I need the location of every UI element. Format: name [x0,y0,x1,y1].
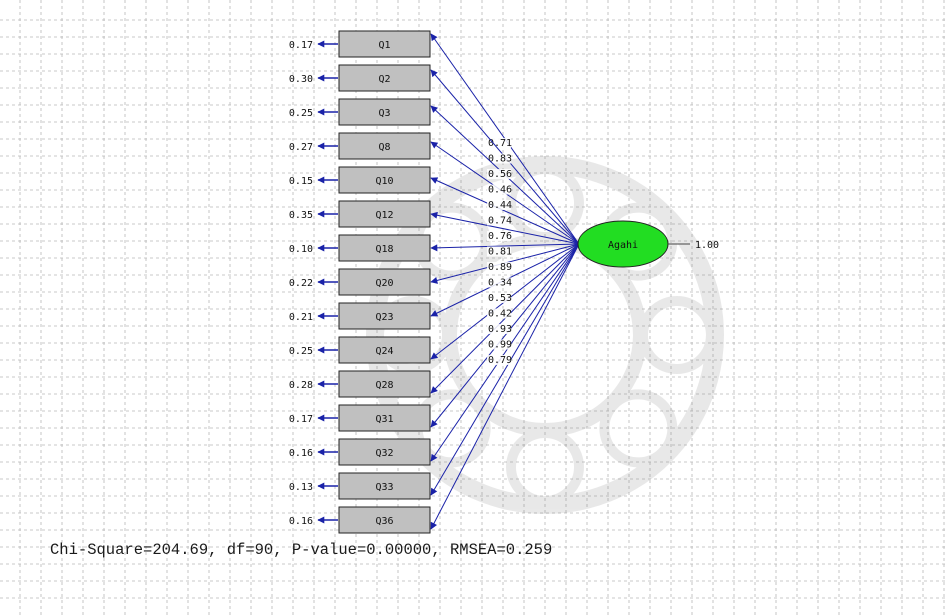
loading-label: 0.71 [488,138,512,149]
indicator-label: Q18 [375,244,393,255]
error-variance-label: 0.30 [289,74,313,85]
indicator-label: Q24 [375,346,393,357]
latent-variance-label: 1.00 [695,240,719,251]
indicator-label: Q28 [375,380,393,391]
indicator-box [338,166,431,194]
error-variance-label: 0.13 [289,482,313,493]
indicator-box [338,98,431,126]
loading-label-bg [487,262,511,272]
loading-label: 0.34 [488,278,512,289]
indicator-label: Q32 [375,448,393,459]
error-variance-label: 0.25 [289,346,313,357]
loading-label-bg [487,184,511,195]
error-variance-label: 0.16 [289,448,313,459]
loading-arrow [430,243,580,462]
indicator-box [338,302,431,330]
loading-label: 0.93 [488,324,512,335]
loading-label: 0.42 [488,309,512,320]
indicator-box [338,472,431,500]
loading-label: 0.46 [488,185,512,196]
error-variance-label: 0.21 [289,312,313,323]
error-variance-label: 0.27 [289,142,313,153]
error-arrows: 0.17 0.30 0.25 0.27 0.15 0.35 0.10 0.22 0.21 0.25… [289,40,338,527]
loading-label: 0.89 [488,262,512,273]
loading-label-bg [487,169,511,179]
indicator-label: Q23 [375,312,393,323]
error-variance-label: 0.17 [289,414,313,425]
watermark-ring [506,164,584,242]
indicator-box [338,30,431,58]
indicator-box [338,404,431,432]
loading-label: 0.74 [488,216,512,227]
error-variance-label: 0.35 [289,210,313,221]
loading-label: 0.81 [488,247,512,258]
loading-paths: 0.71 0.83 0.56 0.46 0.44 0.74 0.76 0.81 0.89 0.34… [430,33,580,530]
loading-label-bg [487,200,511,210]
indicator-label: Q8 [378,142,390,153]
loading-label-bg [487,231,511,241]
loading-label: 0.99 [488,340,512,351]
indicator-label: Q36 [375,516,393,527]
indicator-box [338,506,431,534]
loading-label-bg [487,153,511,164]
watermark-ring [374,296,452,374]
indicator-label: Q33 [375,482,393,493]
loading-label-bg [487,138,511,148]
loading-arrow [430,243,580,496]
latent-variable: Agahi 1.00 [577,220,719,268]
indicator-box [338,200,431,228]
indicator-boxes: Q1Q2Q3Q8Q10Q12Q18Q20Q23Q24Q28Q31Q32Q33Q3… [338,30,431,534]
error-variance-label: 0.16 [289,516,313,527]
loading-label: 0.56 [488,169,512,180]
indicator-label: Q20 [375,278,393,289]
indicator-box [338,234,431,262]
indicator-box [338,438,431,466]
loading-label-bg [487,324,511,334]
indicator-box [338,132,431,160]
indicator-box [338,336,431,364]
loading-label: 0.44 [488,200,512,211]
indicator-label: Q2 [378,74,390,85]
error-variance-label: 0.28 [289,380,313,391]
error-variance-label: 0.15 [289,176,313,187]
error-variance-label: 0.25 [289,108,313,119]
indicator-label: Q10 [375,176,393,187]
indicator-label: Q1 [378,40,390,51]
loading-label-bg [487,293,511,303]
loading-label-bg [487,308,511,319]
indicator-box [338,370,431,398]
error-variance-label: 0.10 [289,244,313,255]
watermark-ring [638,296,716,374]
indicator-label: Q12 [375,210,393,221]
watermark-ring [443,233,647,437]
error-variance-label: 0.22 [289,278,313,289]
watermark-ring [366,156,724,514]
watermark-logo [366,156,724,514]
watermark-ring [506,428,584,506]
loading-arrow [430,211,580,245]
loading-arrow [430,243,580,530]
loading-arrow [430,243,580,252]
indicator-label: Q31 [375,414,393,425]
loading-label-bg [487,339,511,350]
loading-label: 0.76 [488,231,512,242]
fit-statistics: Chi-Square=204.69, df=90, P-value=0.0000… [50,541,553,559]
loading-arrow [430,243,580,428]
indicator-label: Q3 [378,108,390,119]
loading-label-bg [487,246,511,257]
loading-label-bg [487,215,511,226]
indicator-box [338,268,431,296]
error-variance-label: 0.17 [289,40,313,51]
loading-label-bg [487,277,511,288]
indicator-box [338,64,431,92]
latent-label: Agahi [608,240,638,251]
loading-label-bg [487,355,511,365]
loading-label: 0.79 [488,355,512,366]
loading-label: 0.53 [488,293,512,304]
watermark-ring [599,389,678,468]
loading-label: 0.83 [488,154,512,165]
loading-arrow [430,177,580,245]
